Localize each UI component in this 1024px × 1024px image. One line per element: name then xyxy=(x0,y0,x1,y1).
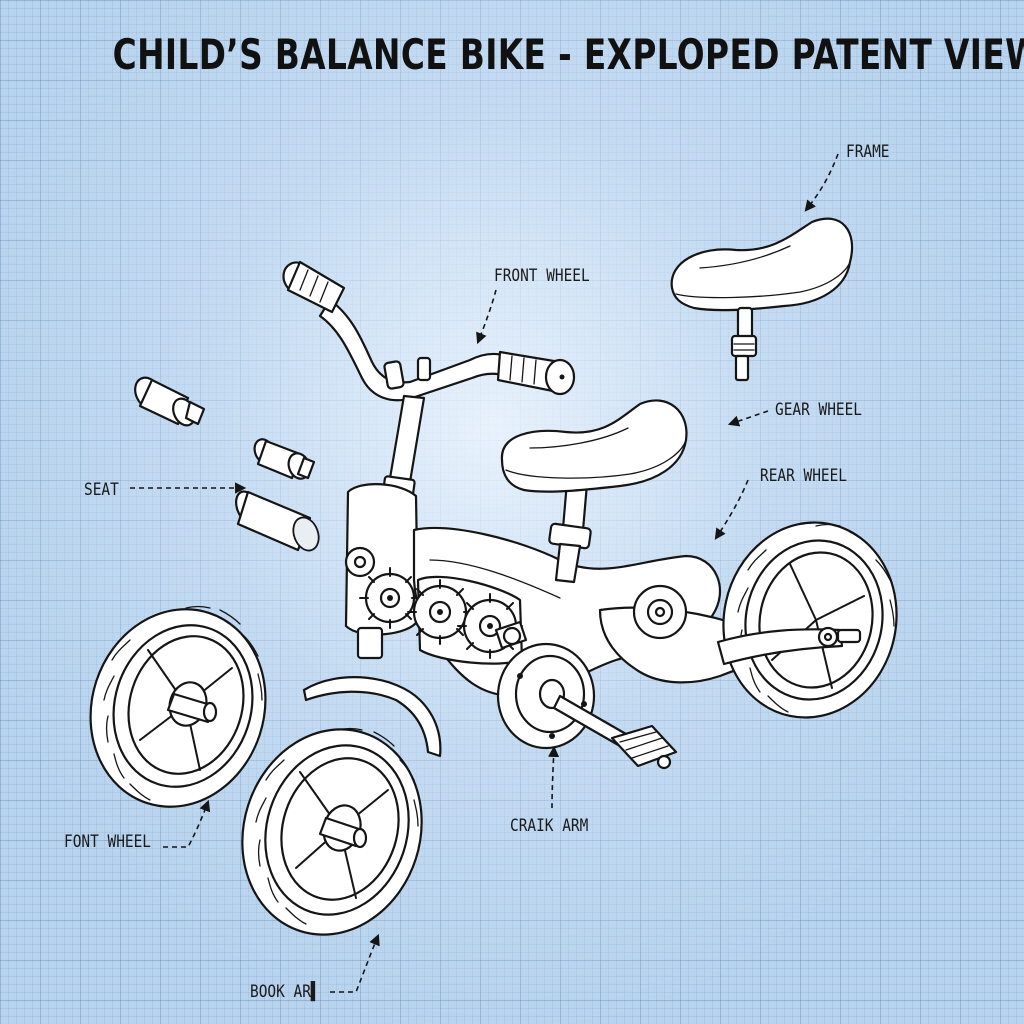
loose-hardware xyxy=(134,376,320,552)
leader-frame xyxy=(804,153,839,212)
leader-lines xyxy=(130,153,839,993)
page-title: CHILD’S BALANCE BIKE - EXPLOPED PATENT V… xyxy=(112,30,1024,79)
leader-gear-wheel xyxy=(727,410,769,427)
label-font-wheel: FONT WHEEL xyxy=(64,832,152,852)
label-frame: FRAME xyxy=(846,142,890,162)
crank-assembly xyxy=(496,642,678,770)
label-craik-arm: CRAIK ARM xyxy=(510,816,589,836)
leader-book-arm xyxy=(330,933,380,993)
label-book-arm: BOOK AR▌ xyxy=(250,982,320,1002)
label-seat: SEAT xyxy=(84,480,119,500)
leader-craik-arm xyxy=(547,745,560,809)
rear-wheel xyxy=(716,521,898,719)
front-wheel-upper xyxy=(89,605,267,808)
gear-set xyxy=(359,567,528,659)
fender xyxy=(302,676,442,758)
front-wheel-lower xyxy=(241,727,423,936)
label-gear-wheel: GEAR WHEEL xyxy=(775,400,863,420)
frame-seat xyxy=(500,399,688,493)
leader-rear-wheel xyxy=(714,479,749,540)
leader-font-wheel xyxy=(163,799,211,848)
label-rear-wheel: REAR WHEEL xyxy=(760,466,848,486)
label-front-wheel: FRONT WHEEL xyxy=(494,266,590,286)
handlebar xyxy=(282,260,576,497)
detached-seat xyxy=(670,217,854,382)
leader-front-wheel xyxy=(476,289,497,345)
